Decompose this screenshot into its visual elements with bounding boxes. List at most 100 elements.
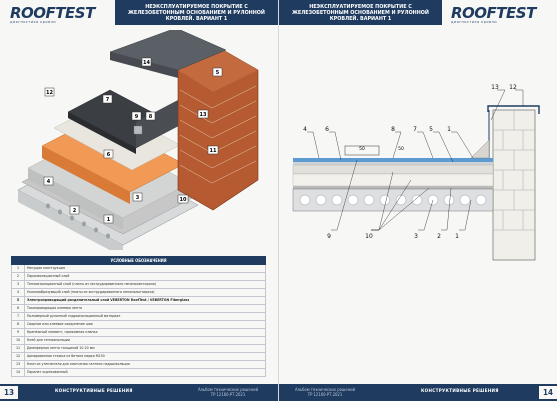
svg-text:4: 4 xyxy=(47,179,51,185)
callout-8: 8 xyxy=(145,111,156,121)
section-callout-6: 6 xyxy=(325,126,329,133)
legend-number: 4 xyxy=(11,288,25,297)
svg-text:3: 3 xyxy=(136,195,140,201)
svg-text:9: 9 xyxy=(135,114,139,120)
right-page: Неэксплуатируемое покрытие с железобетон… xyxy=(279,0,557,401)
callout-5: 5 xyxy=(212,67,223,77)
right-page-footer: Альбом технических решений ТР 12160-РТ.2… xyxy=(279,384,557,401)
legend-number: 6 xyxy=(11,304,25,313)
legend-number: 10 xyxy=(11,336,25,345)
legend-number: 14 xyxy=(11,368,25,377)
legend-text: Несущая конструкция xyxy=(24,264,266,273)
callout-13: 13 xyxy=(197,109,209,119)
svg-text:10: 10 xyxy=(180,197,187,203)
legend-text: Пароизоляционный слой xyxy=(24,272,266,281)
legend-text: Крепёжный элемент, прижимная планка xyxy=(24,328,266,337)
section-callout-4: 4 xyxy=(303,126,307,133)
footer-album: Альбом технических решений ТР 12160-РТ.2… xyxy=(197,387,259,397)
roof-cross-section-drawing: 50 50 4 xyxy=(292,84,540,261)
legend-number: 1 xyxy=(11,264,25,273)
section-callout-1b: 1 xyxy=(455,233,459,240)
legend-number: 3 xyxy=(11,280,25,289)
legend-title: УСЛОВНЫЕ ОБОЗНАЧЕНИЯ xyxy=(11,256,266,265)
logo-mark: ROOFTEST xyxy=(451,4,536,22)
dim-50: 50 xyxy=(359,146,365,152)
legend-text: Электропроводящий разделительный слой VE… xyxy=(24,296,266,305)
left-page-footer: 13 КОНСТРУКТИВНЫЕ РЕШЕНИЯ Альбом техниче… xyxy=(0,384,278,401)
legend-text: Парапет оцинкованный xyxy=(24,368,266,377)
legend-text: Уклонообразующий слой (плиты из экструди… xyxy=(24,288,266,297)
svg-text:7: 7 xyxy=(106,97,110,103)
legend-text: Сварное или клеевое соединение шва xyxy=(24,320,266,329)
section-callout-8: 8 xyxy=(391,126,395,133)
page-number: 14 xyxy=(538,386,557,399)
legend-number: 9 xyxy=(11,328,25,337)
callout-6: 6 xyxy=(103,149,114,159)
section-callout-13: 13 xyxy=(491,84,499,91)
section-callout-3: 3 xyxy=(414,233,418,240)
svg-text:6: 6 xyxy=(107,152,111,158)
legend-number: 2 xyxy=(11,272,25,281)
svg-text:1: 1 xyxy=(107,217,111,223)
rooftest-logo-right: ROOFTEST диагностика кровли xyxy=(451,3,536,24)
section-callout-12: 12 xyxy=(509,84,517,91)
right-page-header: Неэксплуатируемое покрытие с железобетон… xyxy=(279,0,442,25)
rooftest-logo: ROOFTEST диагностика кровли xyxy=(10,3,95,24)
legend-number: 11 xyxy=(11,344,25,353)
callout-7: 7 xyxy=(102,94,113,104)
footer-section: КОНСТРУКТИВНЫЕ РЕШЕНИЯ xyxy=(55,389,133,394)
svg-text:8: 8 xyxy=(149,114,153,120)
logo-tagline: диагностика кровли xyxy=(10,20,56,24)
svg-text:11: 11 xyxy=(210,148,217,154)
dim-50b: 50 xyxy=(398,146,404,152)
footer-album: Альбом технических решений ТР 12160-РТ.2… xyxy=(294,387,356,397)
callout-11: 11 xyxy=(207,145,219,155)
legend-text: Токопроводящая клеевая лента xyxy=(24,304,266,313)
callout-2: 2 xyxy=(69,205,80,215)
callout-12: 12 xyxy=(44,87,55,97)
legend-text: Демпферная лента толщиной 10-20 мм xyxy=(24,344,266,353)
logo-mark: ROOFTEST xyxy=(10,4,95,22)
legend-number: 5 xyxy=(11,296,25,305)
isometric-roof-section: 14 5 12 7 9 8 13 6 11 3 4 10 2 1 xyxy=(17,30,259,250)
legend-text: Клин из утеплителя для смягчения галтели… xyxy=(24,360,266,369)
section-callout-9: 9 xyxy=(327,233,331,240)
legend-text: Клей для теплоизоляции xyxy=(24,336,266,345)
section-callout-2: 2 xyxy=(437,233,441,240)
legend-number: 12 xyxy=(11,352,25,361)
legend-number: 8 xyxy=(11,320,25,329)
callout-10: 10 xyxy=(177,194,189,204)
svg-text:13: 13 xyxy=(200,112,207,118)
svg-text:5: 5 xyxy=(216,70,220,76)
page-number: 13 xyxy=(0,386,19,399)
legend-text: Полимерный рулонный гидроизоляционный ма… xyxy=(24,312,266,321)
callout-4: 4 xyxy=(43,176,54,186)
callout-14: 14 xyxy=(141,57,152,67)
svg-text:12: 12 xyxy=(46,90,53,96)
logo-tagline: диагностика кровли xyxy=(451,20,497,24)
svg-text:2: 2 xyxy=(73,208,77,214)
left-page: ROOFTEST диагностика кровли Неэксплуатир… xyxy=(0,0,279,401)
callout-3: 3 xyxy=(132,192,143,202)
legend-text: Армированная стяжка из бетона марки М150 xyxy=(24,352,266,361)
callout-1: 1 xyxy=(103,214,114,224)
svg-text:14: 14 xyxy=(143,60,150,66)
section-callout-5: 5 xyxy=(429,126,433,133)
legend-number: 13 xyxy=(11,360,25,369)
